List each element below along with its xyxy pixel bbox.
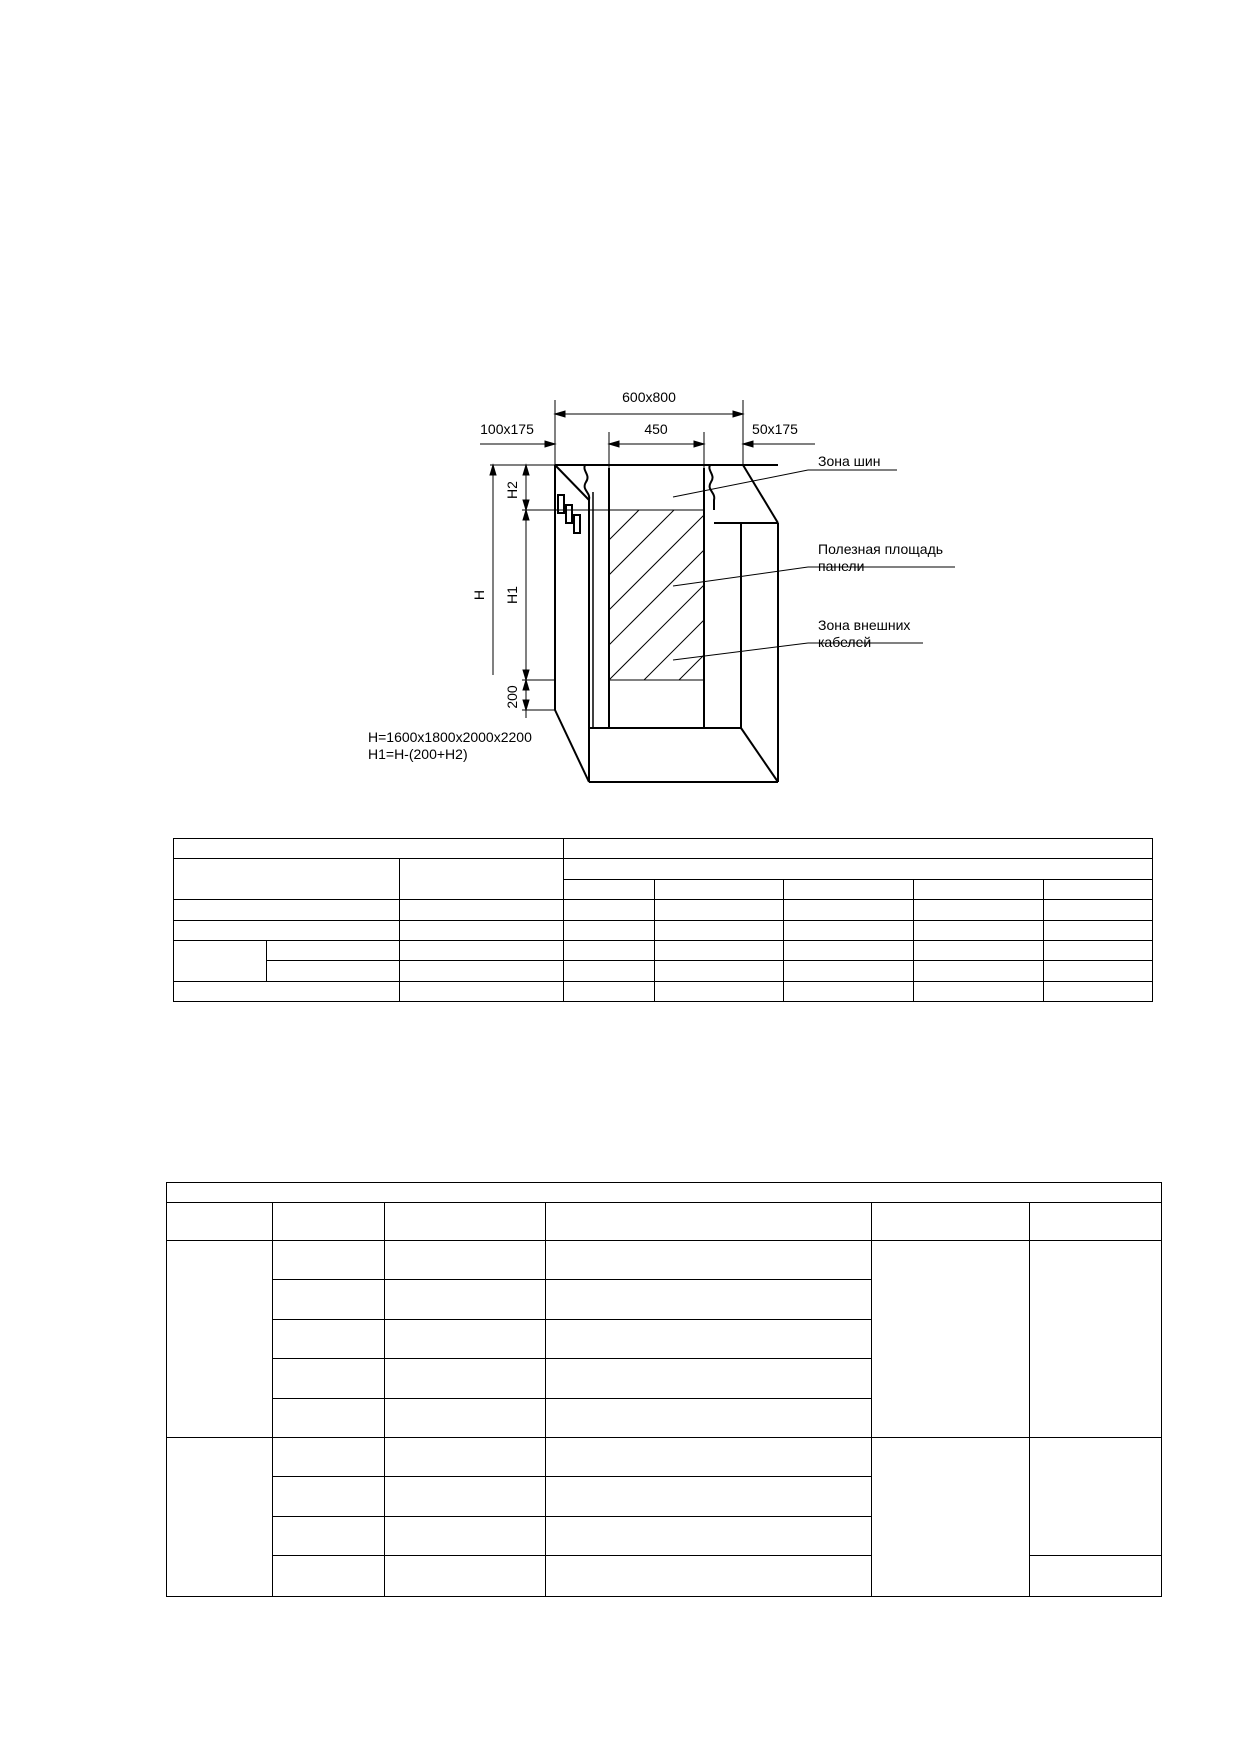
- table-row: [165, 1181, 1163, 1204]
- table-row: [174, 960, 1154, 982]
- leader-cables: [672, 642, 809, 661]
- table-row: [166, 1437, 1163, 1597]
- break-line-right: [708, 464, 716, 510]
- table-row: [167, 1476, 1162, 1517]
- formula-H: H=1600x1800x2000x2200: [368, 729, 532, 745]
- dim-H-label: H: [471, 590, 487, 600]
- specs-table: [172, 837, 1154, 1003]
- dim-H1-label: H1: [504, 586, 520, 604]
- table-row: [173, 899, 1154, 921]
- side-vents: [557, 494, 581, 534]
- dim-right-label: 50x175: [752, 421, 798, 437]
- table-row: [167, 1397, 1162, 1439]
- table-row: [167, 1515, 1162, 1557]
- plinth-bevel: [740, 727, 779, 783]
- left-top-bevel: [554, 464, 590, 501]
- table-row: [167, 1318, 1162, 1360]
- break-line-left: [583, 464, 591, 501]
- dim-200-label: 200: [504, 685, 520, 709]
- formula-H1: H1=H-(200+H2): [368, 746, 468, 762]
- table-row: [166, 1239, 1163, 1439]
- right-top-bevel: [742, 464, 779, 524]
- table-row: [172, 837, 1154, 860]
- dim-H2-label: H2: [504, 481, 520, 499]
- config-table: [165, 1181, 1163, 1597]
- leader-usable: [672, 566, 809, 587]
- dim-left-label: 100x175: [480, 421, 534, 437]
- dim-total-label: 600x800: [622, 389, 676, 405]
- table-row: [166, 1202, 1163, 1241]
- callout-usable-line1: Полезная площадь: [818, 541, 943, 557]
- usable-area: [608, 509, 705, 681]
- table-row: [174, 878, 1154, 901]
- callout-cables-line1: Зона внешних: [818, 617, 910, 633]
- left-bottom-bevel: [554, 709, 590, 783]
- leader-busbar: [672, 469, 809, 498]
- table-row: [167, 1358, 1162, 1399]
- callout-cables-line2: кабелей: [818, 634, 871, 650]
- table-row: [173, 919, 1154, 941]
- dim-middle-label: 450: [644, 421, 668, 437]
- table-row: [167, 1279, 1162, 1320]
- table-row: [173, 980, 1154, 1003]
- callout-busbar: Зона шин: [818, 453, 880, 469]
- callout-usable-line2: панели: [818, 558, 864, 574]
- table-row: [167, 1555, 1163, 1597]
- cabinet-drawing: 600x800 100x175 450 50x175 H H2 H1 200 З…: [368, 389, 955, 783]
- table-row: [173, 858, 1154, 901]
- table-row: [173, 939, 1154, 982]
